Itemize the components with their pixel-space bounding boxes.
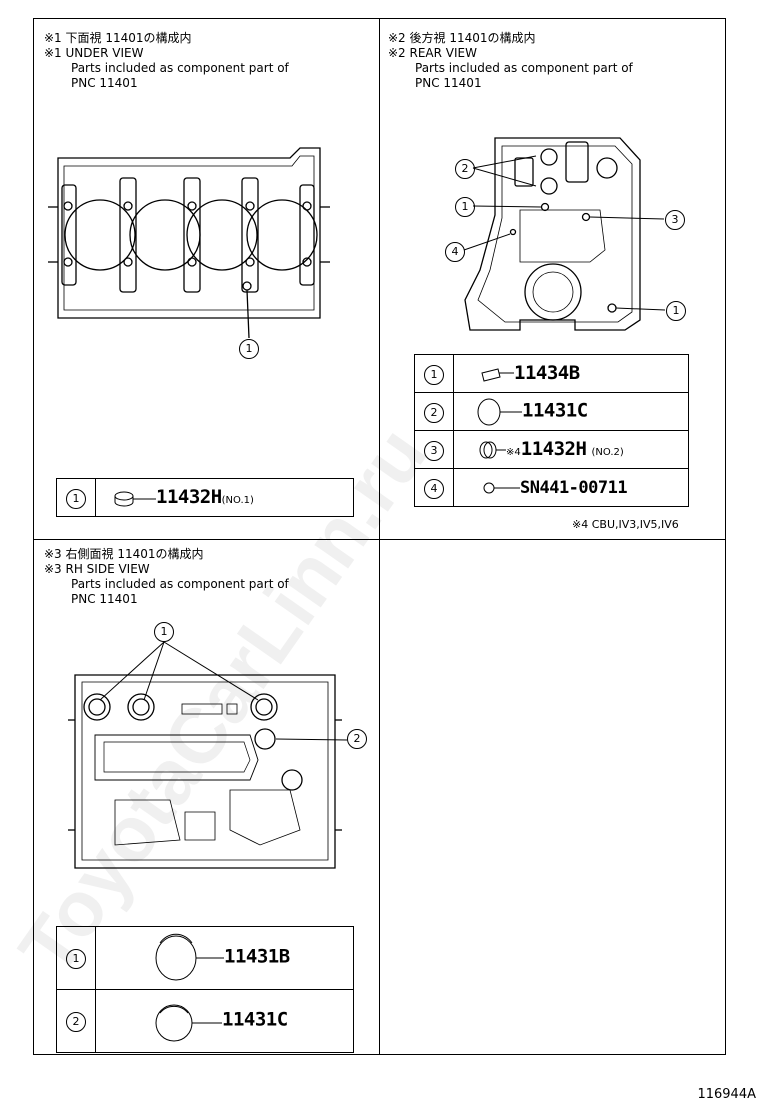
callout-leaders: [99, 155, 666, 741]
rear-view-desc-2: PNC 11401: [415, 76, 482, 90]
rear-view-header: ※2 後方視 11401の構成内 ※2 REAR VIEW Parts incl…: [388, 31, 633, 91]
part-note: (NO.2): [591, 446, 624, 458]
rh-view-block-drawing: [68, 674, 342, 869]
rear-view-footnote: ※4 CBU,IV3,IV5,IV6: [572, 518, 679, 531]
under-view-parts-table: 1 11432H(NO.1): [56, 478, 354, 517]
part-index: 1: [66, 949, 86, 969]
table-row: 2 11431C: [414, 392, 689, 431]
under-view-title-jp: ※1 下面視 11401の構成内: [44, 31, 192, 45]
under-view-block-drawing: [48, 147, 330, 339]
panel-divider-horizontal: [34, 539, 725, 540]
table-row: 1 11432H(NO.1): [56, 478, 354, 517]
part-number: 11431C: [522, 399, 588, 421]
rear-callout-3: 3: [665, 210, 685, 230]
table-row: 4 SN441-00711: [414, 468, 689, 507]
panel-divider-vertical: [379, 19, 380, 1054]
rh-view-desc-1: Parts included as component part of: [71, 577, 289, 591]
table-row: 2 11431C: [56, 989, 354, 1053]
under-view-desc-1: Parts included as component part of: [71, 61, 289, 75]
rear-callout-4: 4: [445, 242, 465, 262]
part-number: 11431B: [224, 945, 290, 968]
part-note: (NO.1): [221, 495, 254, 507]
part-index: 1: [424, 364, 444, 385]
part-index: 3: [424, 440, 444, 461]
rear-callout-1-bottom: 1: [666, 301, 686, 321]
rear-view-title-jp: ※2 後方視 11401の構成内: [388, 31, 536, 45]
rear-view-title-en: ※2 REAR VIEW: [388, 46, 477, 60]
rear-view-block-drawing: [464, 137, 641, 331]
rh-view-title-jp: ※3 右側面視 11401の構成内: [44, 547, 204, 561]
under-view-desc-2: PNC 11401: [71, 76, 138, 90]
large-expansion-plug-icon: [155, 933, 224, 981]
part-number: 11432H: [156, 486, 222, 509]
under-callout-1: 1: [239, 339, 259, 359]
part-index: 2: [424, 402, 444, 423]
table-row: 1 11431B: [56, 926, 354, 990]
part-index: 2: [66, 1012, 86, 1032]
part-number: 11431C: [222, 1008, 288, 1031]
rear-callout-2: 2: [455, 159, 475, 179]
table-row: 3 ※411432H (NO.2): [414, 430, 689, 469]
rh-callout-1: 1: [154, 622, 174, 642]
threaded-plug-icon: [479, 441, 506, 459]
figure-id: 116944A: [697, 1087, 756, 1102]
rear-view-desc-1: Parts included as component part of: [415, 61, 633, 75]
under-view-header: ※1 下面視 11401の構成内 ※1 UNDER VIEW Parts inc…: [44, 31, 289, 91]
rear-view-parts-table: 1 11434B 2 11431C 3 ※411432H (NO.2) 4 SN…: [414, 354, 689, 507]
rh-callout-2: 2: [347, 729, 367, 749]
rh-view-title-en: ※3 RH SIDE VIEW: [44, 562, 150, 576]
expansion-plug-icon: [477, 398, 522, 425]
part-number: SN441-00711: [520, 477, 628, 498]
part-number: 11434B: [514, 362, 580, 385]
ball-icon: [483, 482, 520, 494]
part-index: 4: [424, 478, 444, 499]
rh-view-parts-table: 1 11431B 2 11431C: [56, 926, 354, 1053]
under-view-title-en: ※1 UNDER VIEW: [44, 46, 144, 60]
part-number: 11432H: [520, 437, 587, 460]
diagram-frame: [33, 18, 726, 1055]
rh-view-header: ※3 右側面視 11401の構成内 ※3 RH SIDE VIEW Parts …: [44, 547, 289, 607]
part-footnote-mark: ※4: [506, 446, 521, 458]
rh-view-desc-2: PNC 11401: [71, 592, 138, 606]
part-index: 1: [66, 488, 86, 509]
plug-cap-icon: [114, 491, 156, 507]
table-row: 1 11434B: [414, 354, 689, 393]
pin-icon: [481, 368, 514, 382]
expansion-plug-icon: [155, 1004, 222, 1042]
rear-callout-1-top: 1: [455, 197, 475, 217]
